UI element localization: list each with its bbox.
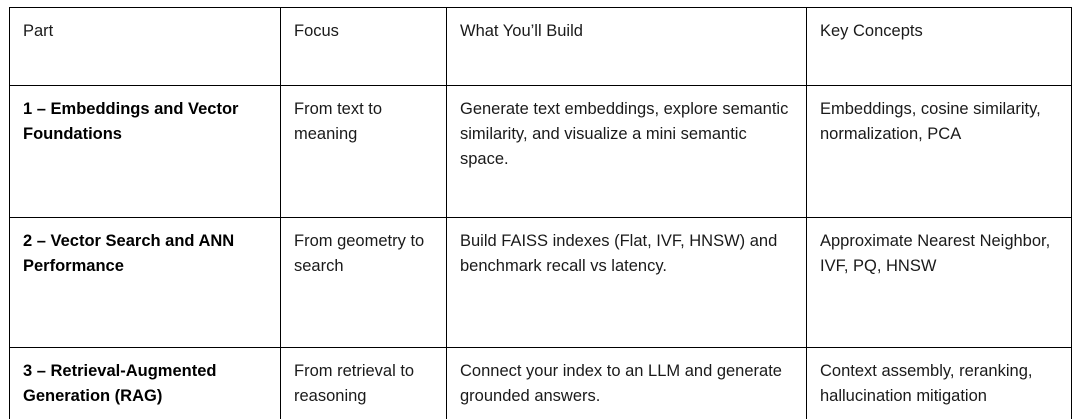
cell-key-1: Embeddings, cosine similarity, normaliza…: [806, 85, 1072, 218]
cell-text: Approximate Nearest Neighbor, IVF, PQ, H…: [820, 232, 1051, 275]
table-header-row: Part Focus What You’ll Build Key Concept…: [9, 7, 1072, 86]
table-row: 1 – Embeddings and Vector Foundations Fr…: [9, 85, 1072, 218]
cell-text: From geometry to search: [294, 232, 425, 275]
cell-build-3: Connect your index to an LLM and generat…: [446, 347, 807, 419]
curriculum-table: Part Focus What You’ll Build Key Concept…: [9, 7, 1072, 419]
column-header-key: Key Concepts: [806, 7, 1072, 86]
column-header-part: Part: [9, 7, 281, 86]
cell-text: 1 – Embeddings and Vector Foundations: [23, 100, 239, 143]
cell-part-1: 1 – Embeddings and Vector Foundations: [9, 85, 281, 218]
table-header: Part Focus What You’ll Build Key Concept…: [9, 7, 1072, 86]
cell-key-3: Context assembly, reranking, hallucinati…: [806, 347, 1072, 419]
column-header-focus: Focus: [280, 7, 447, 86]
cell-part-2: 2 – Vector Search and ANN Performance: [9, 217, 281, 348]
cell-text: From retrieval to reasoning: [294, 362, 415, 405]
cell-text: From text to meaning: [294, 100, 383, 143]
cell-text: Build FAISS indexes (Flat, IVF, HNSW) an…: [460, 232, 778, 275]
table-row: 3 – Retrieval-Augmented Generation (RAG)…: [9, 347, 1072, 419]
cell-build-2: Build FAISS indexes (Flat, IVF, HNSW) an…: [446, 217, 807, 348]
cell-text: Context assembly, reranking, hallucinati…: [820, 362, 1033, 405]
cell-part-3: 3 – Retrieval-Augmented Generation (RAG): [9, 347, 281, 419]
table-row: 2 – Vector Search and ANN Performance Fr…: [9, 217, 1072, 348]
cell-text: Embeddings, cosine similarity, normaliza…: [820, 100, 1041, 143]
cell-build-1: Generate text embeddings, explore semant…: [446, 85, 807, 218]
cell-key-2: Approximate Nearest Neighbor, IVF, PQ, H…: [806, 217, 1072, 348]
column-header-build: What You’ll Build: [446, 7, 807, 86]
cell-focus-3: From retrieval to reasoning: [280, 347, 447, 419]
cell-text: Generate text embeddings, explore semant…: [460, 100, 789, 168]
cell-text: 2 – Vector Search and ANN Performance: [23, 232, 235, 275]
cell-text: 3 – Retrieval-Augmented Generation (RAG): [23, 362, 217, 405]
cell-focus-1: From text to meaning: [280, 85, 447, 218]
cell-focus-2: From geometry to search: [280, 217, 447, 348]
cell-text: Connect your index to an LLM and generat…: [460, 362, 782, 405]
table-body: 1 – Embeddings and Vector Foundations Fr…: [9, 85, 1072, 419]
